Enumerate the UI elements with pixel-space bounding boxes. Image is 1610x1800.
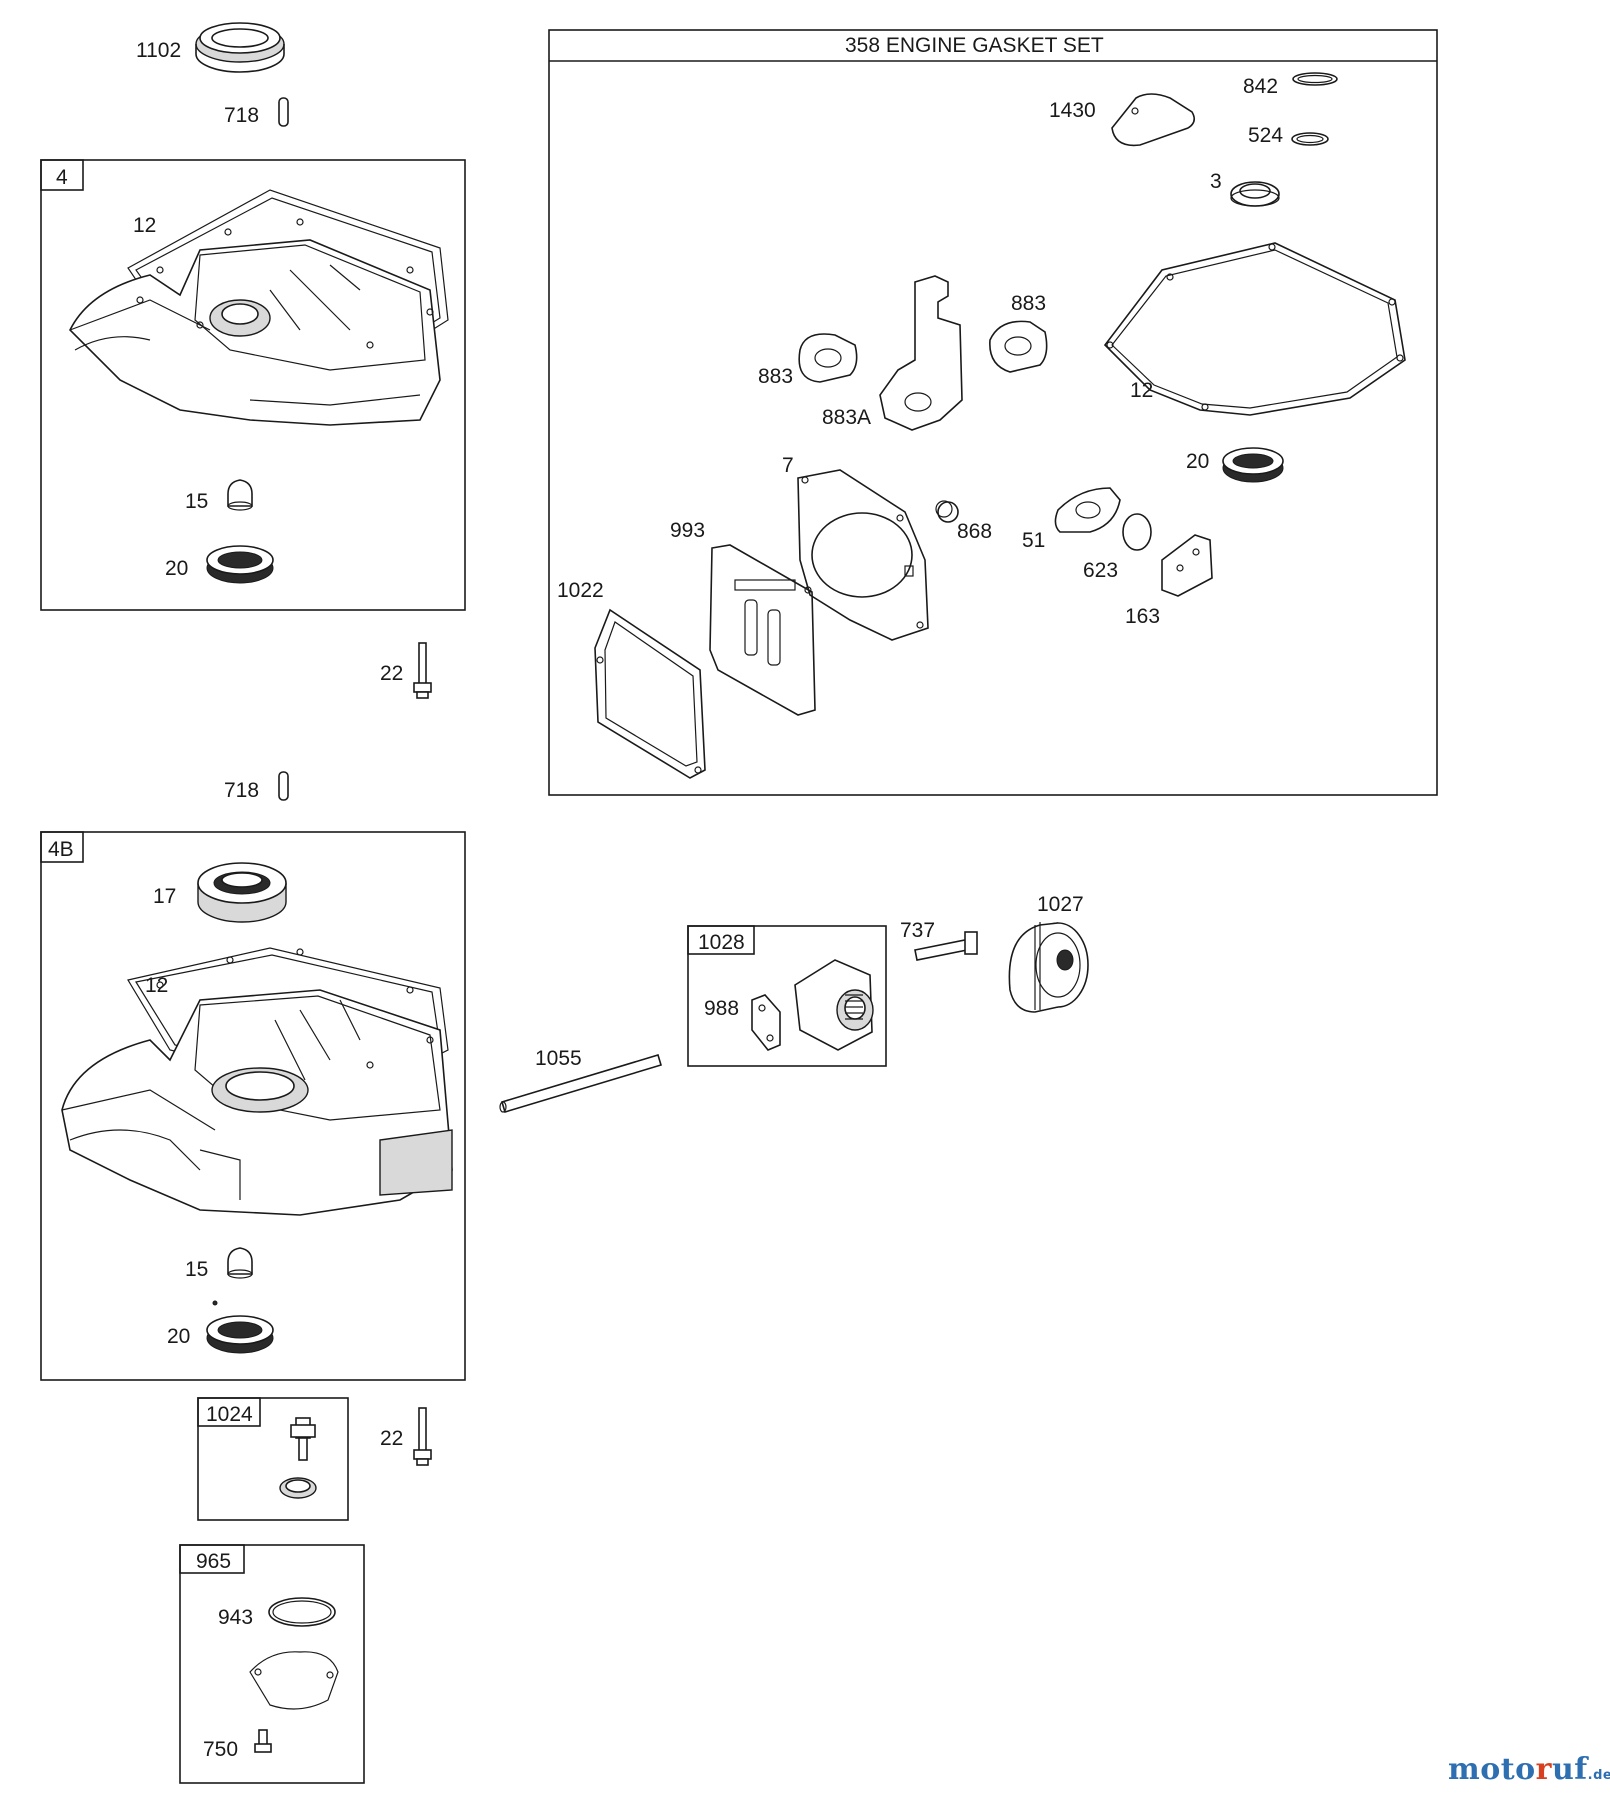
group-965-box: [179, 1544, 365, 1784]
group-1028-label: 1028: [698, 931, 745, 954]
watermark-part1: moto: [1448, 1752, 1536, 1787]
label-1055: 1055: [535, 1047, 582, 1070]
label-718-top: 718: [224, 104, 259, 127]
gasket-993: [709, 544, 816, 716]
oring-524: [1291, 132, 1329, 146]
label-883-right: 883: [1011, 292, 1046, 315]
label-524: 524: [1248, 124, 1283, 147]
seal-20-set: [1222, 447, 1284, 483]
label-623: 623: [1083, 559, 1118, 582]
label-993: 993: [670, 519, 705, 542]
label-988: 988: [704, 997, 739, 1020]
label-943: 943: [218, 1606, 253, 1629]
screw-750: [254, 1729, 272, 1753]
gasket-1430: [1111, 93, 1196, 147]
label-3: 3: [1210, 170, 1222, 193]
label-12-box4b: 12: [145, 974, 168, 997]
seal-20-box4b: [206, 1315, 274, 1354]
gasket-883-left: [798, 333, 858, 383]
group-4-label: 4: [56, 166, 68, 189]
crankcase-cover-4: [69, 189, 449, 426]
dot-marker: [212, 1300, 218, 1306]
crankcase-cover-4b: [61, 947, 453, 1216]
pin-718-mid: [278, 771, 289, 801]
oring-842: [1292, 72, 1338, 86]
gasket-1022: [594, 608, 706, 779]
seal-1102: [195, 22, 285, 73]
gasket-883A: [879, 275, 963, 431]
plug-15-box4b: [227, 1247, 253, 1279]
watermark-logo: motoruf.de: [1448, 1752, 1610, 1787]
filter-adapter-1028: [794, 959, 874, 1051]
oil-filter-1027: [1008, 922, 1089, 1013]
label-15-box4: 15: [185, 490, 208, 513]
label-20-box4: 20: [165, 557, 188, 580]
label-15-box4b: 15: [185, 1258, 208, 1281]
group-4-box: [40, 159, 466, 611]
group-1028-box: [687, 925, 887, 1067]
label-20-box4b: 20: [167, 1325, 190, 1348]
label-737: 737: [900, 919, 935, 942]
label-1022: 1022: [557, 579, 604, 602]
label-12-set: 12: [1130, 379, 1153, 402]
gasket-12-set: [1103, 242, 1406, 416]
label-7: 7: [782, 454, 794, 477]
plug-15-box4: [227, 479, 253, 511]
pin-718-top: [278, 97, 289, 127]
gasket-set-title: 358 ENGINE GASKET SET: [845, 34, 1104, 57]
watermark-part2: r: [1535, 1752, 1552, 1787]
label-22-bottom: 22: [380, 1427, 403, 1450]
group-4b-label: 4B: [48, 838, 74, 861]
gasket-51: [1054, 487, 1121, 533]
label-718-mid: 718: [224, 779, 259, 802]
label-842: 842: [1243, 75, 1278, 98]
group-4b-box: [40, 831, 466, 1381]
label-1430: 1430: [1049, 99, 1096, 122]
ring-943: [268, 1597, 336, 1627]
group-965-label: 965: [196, 1550, 231, 1573]
seal-17: [197, 862, 287, 923]
gasket-988: [751, 994, 781, 1051]
label-1102: 1102: [136, 39, 181, 62]
cover-plate-965: [249, 1651, 339, 1710]
label-17: 17: [153, 885, 176, 908]
seal-20-box4: [206, 545, 274, 584]
group-1024-label: 1024: [206, 1403, 253, 1426]
label-163: 163: [1125, 605, 1160, 628]
gasket-163: [1161, 534, 1213, 597]
label-883-left: 883: [758, 365, 793, 388]
label-750: 750: [203, 1738, 238, 1761]
head-gasket-7: [797, 469, 929, 641]
group-1024-box: [197, 1397, 349, 1521]
ring-623: [1122, 513, 1152, 551]
bolt-737: [914, 931, 978, 961]
label-51: 51: [1022, 529, 1045, 552]
label-20-set: 20: [1186, 450, 1209, 473]
label-1027: 1027: [1037, 893, 1084, 916]
watermark-suffix: .de: [1587, 1768, 1610, 1783]
label-883A: 883A: [822, 406, 871, 429]
gear-1024: [279, 1417, 317, 1499]
gasket-883-right: [989, 320, 1048, 373]
tube-1055: [499, 1054, 662, 1113]
plug-868: [935, 500, 959, 523]
bolt-22-top: [413, 642, 432, 699]
label-22-top: 22: [380, 662, 403, 685]
watermark-part3: uf: [1551, 1752, 1588, 1787]
gasket-set-box: [548, 29, 1438, 796]
bolt-22-bottom: [413, 1407, 432, 1466]
label-12-box4: 12: [133, 214, 156, 237]
seal-3: [1230, 181, 1280, 207]
label-868: 868: [957, 520, 992, 543]
